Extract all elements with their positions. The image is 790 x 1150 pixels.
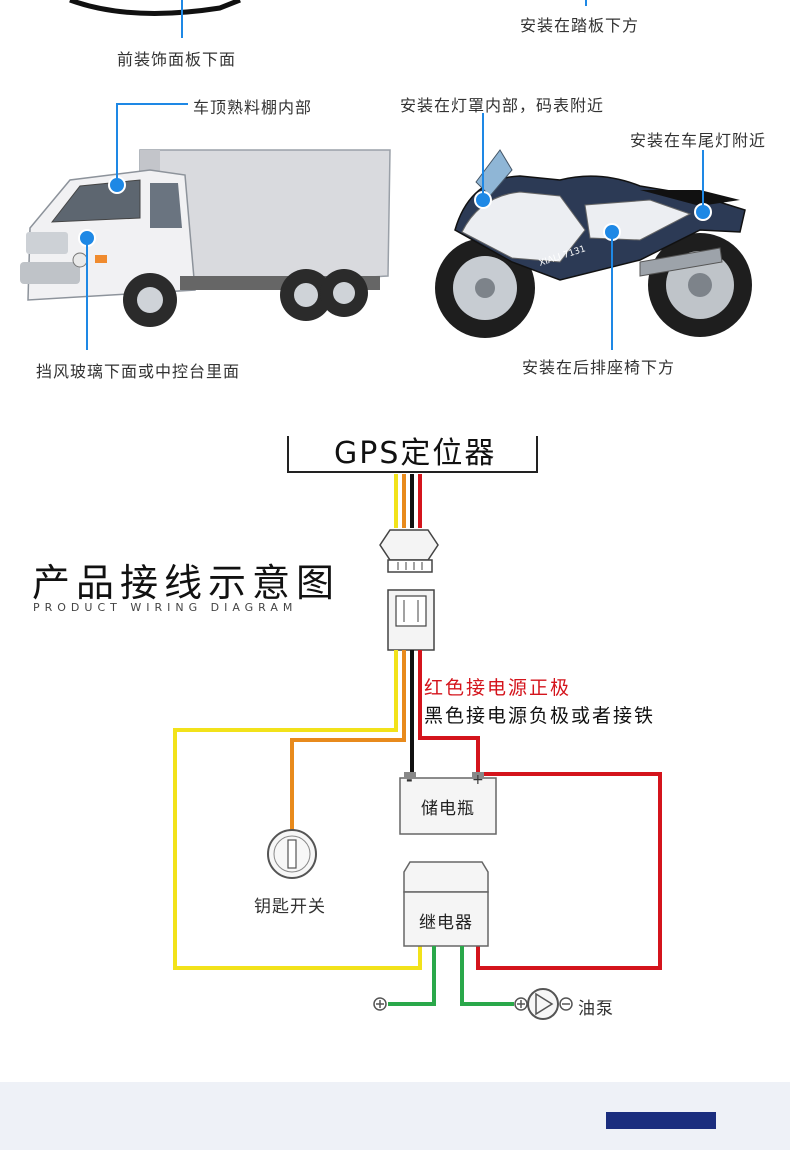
truck-roof-callout-line (116, 103, 188, 185)
battery-label: 储电瓶 (421, 799, 475, 819)
truck-illustration (20, 149, 391, 327)
yellow-wire (173, 650, 422, 970)
front-trim-panel-label: 前装饰面板下面 (117, 50, 237, 69)
connector-male (379, 529, 439, 573)
green-wire-right (460, 946, 514, 1006)
truck-roof-label: 车顶熟料棚内部 (193, 98, 313, 117)
red-battery-relay-wire (476, 772, 662, 970)
gps-wire-bundle (394, 474, 422, 528)
moto-taillight-label: 安装在车尾灯附近 (630, 131, 767, 150)
red-wire (418, 650, 480, 780)
motorcycle-illustration: XIALI 7131 (435, 149, 752, 338)
pump-plus-icon (514, 997, 528, 1011)
gps-bracket (287, 436, 538, 473)
black-wire-note: 黑色接电源负极或者接铁 (424, 705, 656, 727)
key-switch-label: 钥匙开关 (254, 897, 326, 917)
battery-box (399, 777, 497, 835)
battery-minus-sign: - (406, 770, 413, 789)
moto-seat-label: 安装在后排座椅下方 (522, 358, 676, 377)
diagram-subtitle: PRODUCT WIRING DIAGRAM (33, 601, 298, 614)
pump-minus-icon (559, 997, 573, 1011)
relay-label: 继电器 (419, 913, 473, 933)
key-switch-icon (267, 829, 317, 879)
green-wire-left (388, 946, 436, 1006)
connector-female (387, 589, 435, 651)
relay-output-plus-icon (373, 997, 387, 1011)
diagram-title: 产品接线示意图 (32, 561, 341, 605)
gps-locator-title: GPS定位器 (334, 436, 497, 471)
fuel-pump-label: 油泵 (578, 999, 614, 1019)
footboard-label: 安装在踏板下方 (520, 16, 640, 35)
pump-icon (527, 988, 559, 1020)
relay-box (403, 861, 489, 947)
moto-headlight-label: 安装在灯罩内部，码表附近 (400, 96, 605, 115)
footer-accent-bar (606, 1112, 716, 1129)
dashboard-fragment (69, 0, 241, 38)
truck-windshield-label: 挡风玻璃下面或中控台里面 (36, 362, 241, 381)
red-wire-note: 红色接电源正极 (424, 677, 572, 699)
battery-plus-sign: + (472, 772, 484, 788)
orange-wire (290, 650, 406, 832)
